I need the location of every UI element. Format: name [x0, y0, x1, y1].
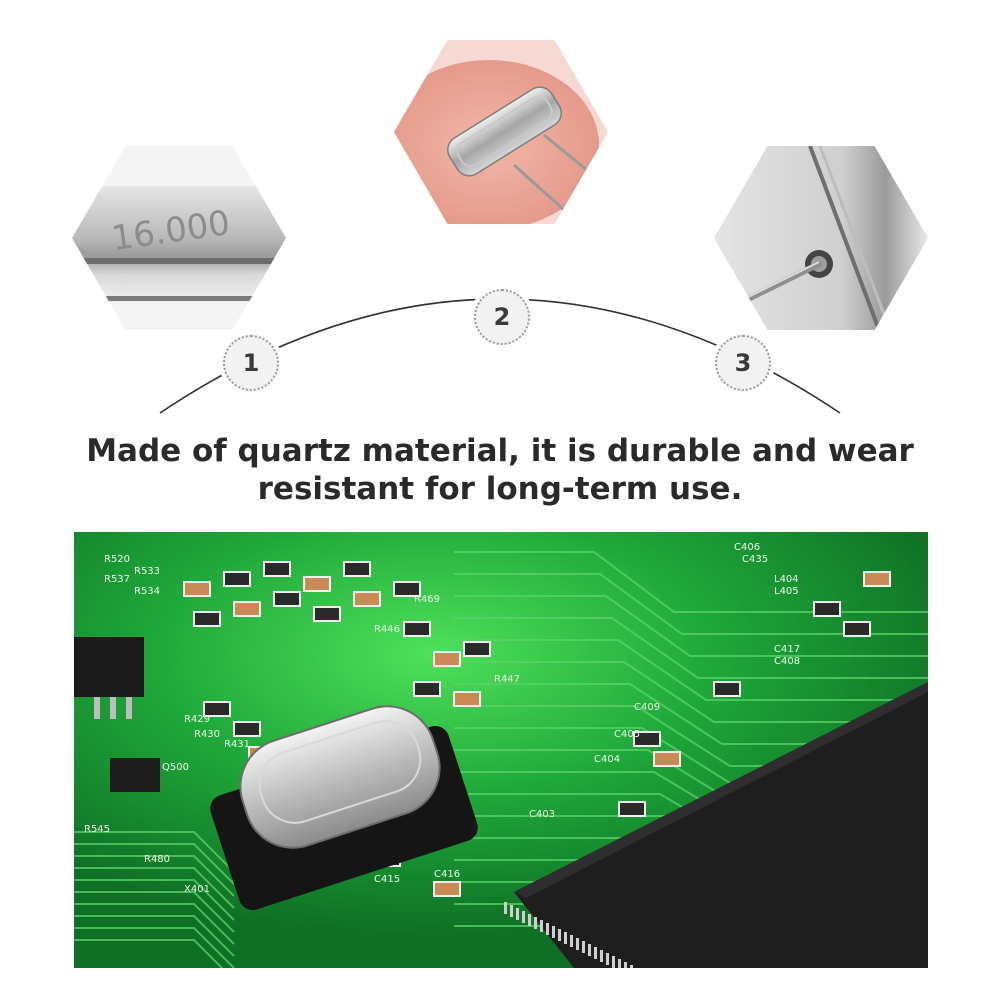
smd-component [813, 601, 841, 617]
hexagon-photo-crystal-on-finger [394, 40, 608, 224]
pcb-silkscreen-label: C417 [774, 644, 800, 655]
pcb-silkscreen-label: R533 [134, 566, 160, 577]
smd-component [433, 881, 461, 897]
smd-component [413, 681, 441, 697]
smd-component [863, 571, 891, 587]
hexagon-photo-lead-pin [714, 146, 928, 330]
smd-component [313, 606, 341, 622]
large-ic-chip [504, 682, 928, 968]
smd-component [633, 731, 661, 747]
smd-component [303, 576, 331, 592]
smd-component [263, 561, 291, 577]
smd-component [618, 801, 646, 817]
smd-component [403, 621, 431, 637]
pcb-silkscreen-label: C409 [634, 702, 660, 713]
pcb-silkscreen-label: R430 [194, 729, 220, 740]
pcb-silkscreen-label: R447 [494, 674, 520, 685]
step-badge-1: 1 [223, 335, 279, 391]
pcb-silkscreen-label: R545 [84, 824, 110, 835]
crystal-oscillator [210, 705, 478, 911]
pcb-silkscreen-label: C403 [529, 809, 555, 820]
pcb-silkscreen-label: X401 [184, 884, 210, 895]
smd-component [233, 601, 261, 617]
pcb-silkscreen-label: C404 [594, 754, 620, 765]
pcb-silkscreen-label: C416 [434, 869, 460, 880]
left-ic-chip [74, 637, 144, 697]
smd-component [273, 591, 301, 607]
smd-component [353, 591, 381, 607]
pcb-silkscreen-label: R480 [144, 854, 170, 865]
caption-line-2: resistant for long-term use. [257, 471, 743, 507]
transistor [110, 758, 160, 792]
smd-component [343, 561, 371, 577]
smd-component [433, 651, 461, 667]
hexagon-photo-engraved-casing: 16.000 [72, 146, 286, 330]
caption-line-1: Made of quartz material, it is durable a… [86, 433, 914, 469]
step-badge-2: 2 [474, 289, 530, 345]
pcb-silkscreen-label: L405 [774, 586, 799, 597]
pcb-silkscreen-label: C408 [774, 656, 800, 667]
pcb-silkscreen-label: R469 [414, 594, 440, 605]
description-caption: Made of quartz material, it is durable a… [60, 432, 940, 508]
smd-component [843, 621, 871, 637]
smd-component [393, 581, 421, 597]
pcb-silkscreen-label: Q500 [162, 762, 189, 773]
smd-component [183, 581, 211, 597]
pcb-silkscreen-label: R537 [104, 574, 130, 585]
pcb-silkscreen-label: C435 [742, 554, 768, 565]
pcb-silkscreen-label: R520 [104, 554, 130, 565]
smd-component [463, 641, 491, 657]
pcb-silkscreen-label: R429 [184, 714, 210, 725]
smd-component [713, 681, 741, 697]
pcb-silkscreen-label: R446 [374, 624, 400, 635]
smd-component [453, 691, 481, 707]
step-badge-3: 3 [715, 335, 771, 391]
pcb-silkscreen-label: C405 [614, 729, 640, 740]
smd-component [233, 721, 261, 737]
pcb-silkscreen-label: C415 [374, 874, 400, 885]
smd-component [193, 611, 221, 627]
smd-component [653, 751, 681, 767]
smd-component [203, 701, 231, 717]
smd-component [223, 571, 251, 587]
pcb-silkscreen-label: R431 [224, 739, 250, 750]
pcb-silkscreen-label: R534 [134, 586, 160, 597]
pcb-silkscreen-label: C406 [734, 542, 760, 553]
pcb-silkscreen-label: L404 [774, 574, 799, 585]
